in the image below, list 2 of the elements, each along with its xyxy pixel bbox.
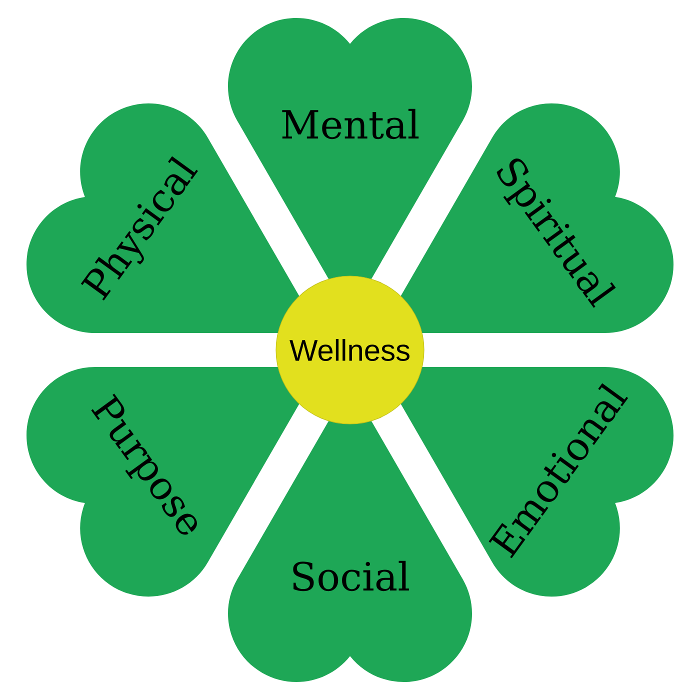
heart-petal: Mental bbox=[228, 18, 472, 316]
heart-petal: Social bbox=[228, 384, 472, 682]
